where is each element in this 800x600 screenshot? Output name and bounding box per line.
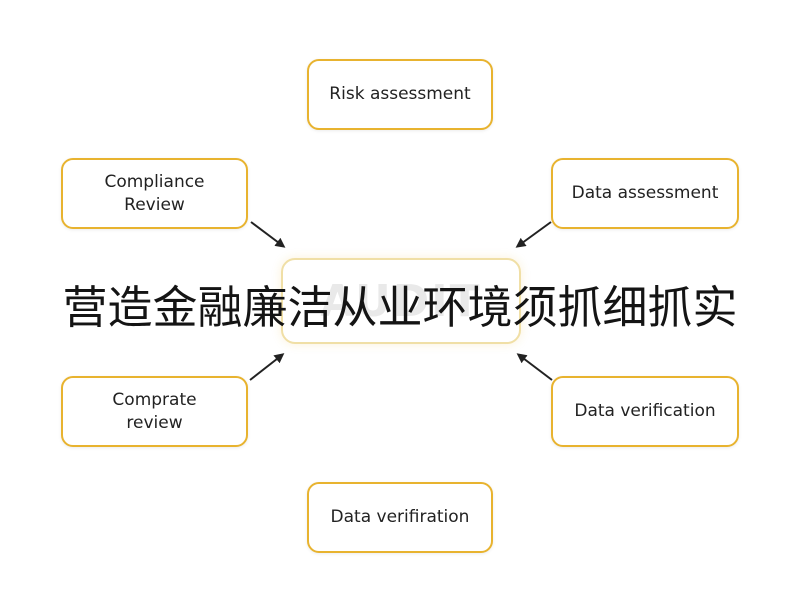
arrow-data-verification-to-center xyxy=(516,353,553,381)
center-audit-label: AUDIT xyxy=(320,275,482,327)
node-comprate-review: Comprate review xyxy=(61,376,248,447)
arrow-data-assessment-to-center xyxy=(515,221,552,248)
node-data-verifiration: Data verifiration xyxy=(307,482,493,553)
overlay-banner-title: 营造金融廉洁从业环境须抓细抓实 xyxy=(62,281,738,334)
arrow-comprate-to-center xyxy=(249,353,285,381)
node-data-assessment: Data assessment xyxy=(551,158,739,229)
node-compliance-review: Compliance Review xyxy=(61,158,248,229)
node-data-verification: Data verification xyxy=(551,376,739,447)
center-audit-box: AUDIT xyxy=(281,258,521,344)
arrow-compliance-to-center xyxy=(250,221,286,248)
node-risk-assessment: Risk assessment xyxy=(307,59,493,130)
